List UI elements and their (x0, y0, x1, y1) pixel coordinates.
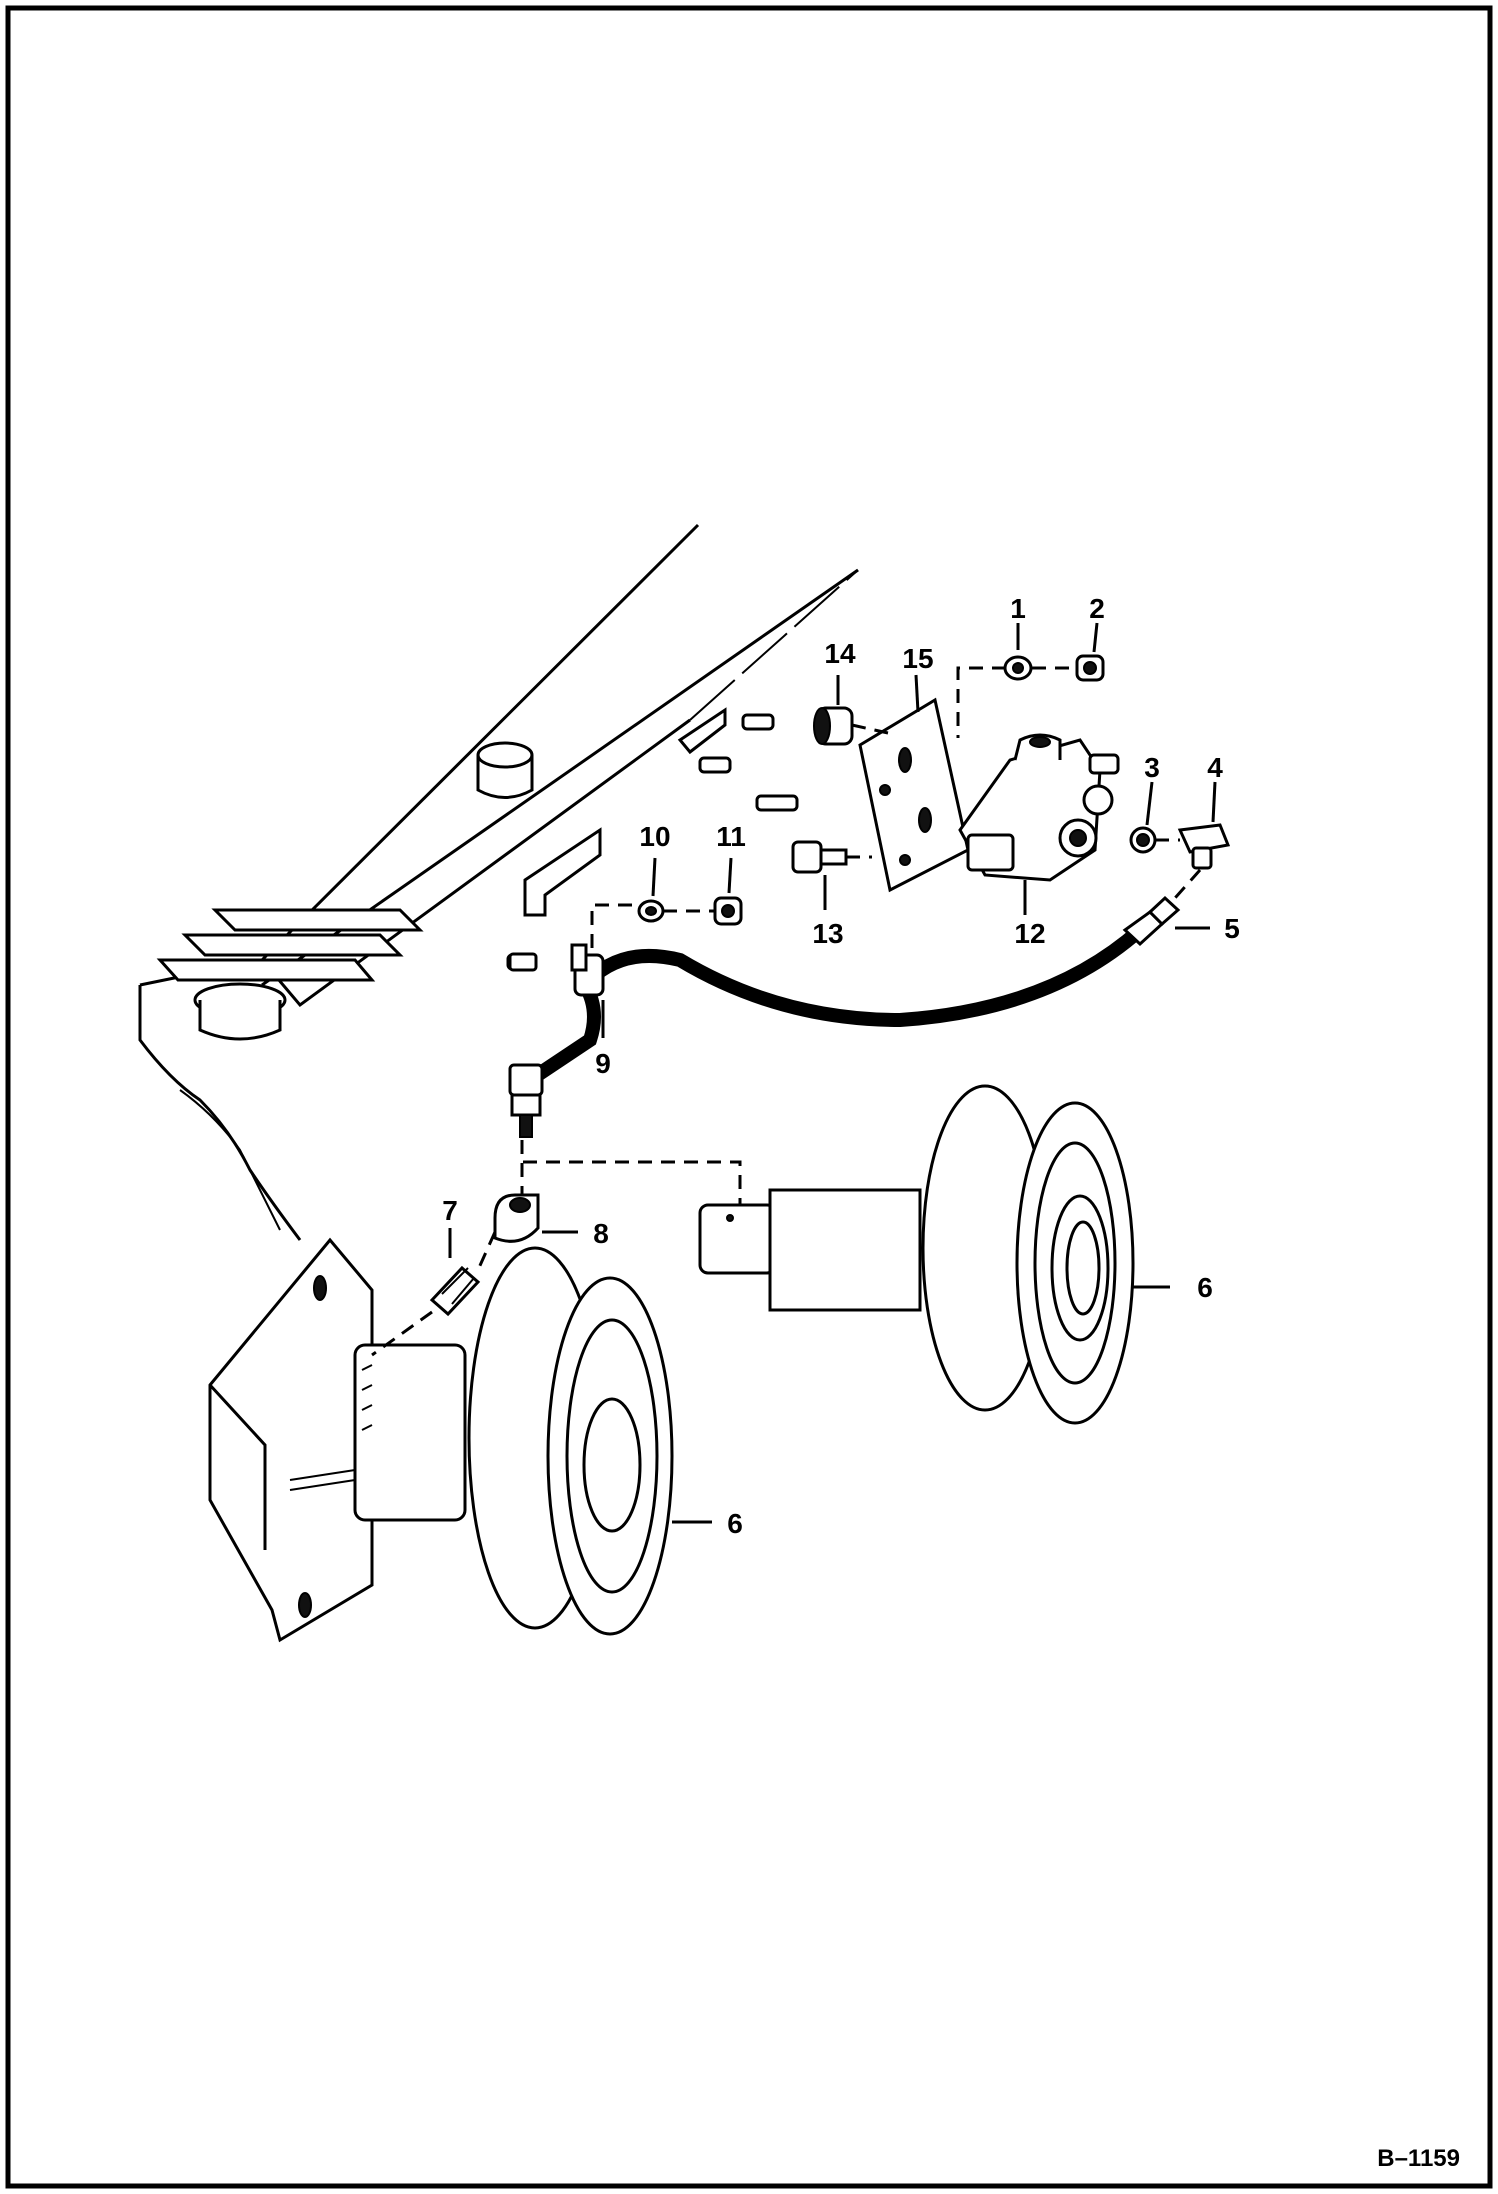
track-frame (138, 523, 859, 1241)
part-8-elbow (493, 1193, 540, 1243)
callout-11: 11 (716, 821, 746, 852)
callout-12: 12 (1014, 918, 1045, 949)
dashed-leader-10-11 (590, 903, 714, 948)
callout-2: 2 (1089, 593, 1105, 624)
frame-stud (698, 756, 732, 774)
part-13-bolt (791, 840, 848, 874)
dashed-leader-9-6 (520, 1140, 742, 1205)
callout-1: 1 (1010, 593, 1026, 624)
leader-3 (1145, 781, 1154, 826)
callout-4: 4 (1207, 752, 1223, 783)
frame-stud (755, 794, 799, 812)
dashed-leader-8-7 (476, 1231, 497, 1271)
part-11-nut (713, 896, 743, 926)
callout-8: 8 (593, 1218, 609, 1249)
part-4-fitting (1177, 823, 1231, 870)
part-3-washer (1129, 826, 1157, 854)
leader-11 (727, 857, 733, 894)
stud (508, 952, 538, 972)
figure-id: B–1159 (1377, 2145, 1460, 2172)
leader-2 (1092, 622, 1099, 653)
part-15-mounting-plate (858, 697, 970, 893)
frame-stud (741, 713, 775, 731)
part-1-washer (1003, 655, 1033, 681)
callout-15: 15 (902, 643, 933, 674)
callout-13: 13 (812, 918, 843, 949)
part-5-hose-end (1122, 895, 1181, 947)
dashed-leader-14-15 (851, 723, 889, 735)
part-2-nut (1075, 654, 1105, 682)
leader-10 (651, 857, 657, 897)
leader-15 (914, 674, 920, 713)
callout-10: 10 (639, 821, 670, 852)
callout-9: 9 (595, 1048, 611, 1079)
dashed-leader-4-5 (1173, 869, 1202, 899)
part-7-fitting (429, 1265, 481, 1317)
callout-14: 14 (824, 638, 856, 669)
part-6-roller-right (698, 1084, 1135, 1425)
callout-6-right: 6 (1197, 1272, 1213, 1303)
part-12-valve (958, 733, 1120, 882)
part-10-washer (637, 899, 665, 923)
part-14-spacer (813, 706, 854, 746)
part-9-hose-assembly (508, 924, 1145, 1138)
dashed-leader-7-6 (371, 1310, 433, 1357)
callout-7: 7 (442, 1195, 458, 1226)
part-6-roller-left (208, 1237, 674, 1643)
dashed-leader-1-15 (956, 666, 1006, 738)
callout-5: 5 (1224, 913, 1240, 944)
callout-3: 3 (1144, 752, 1160, 783)
callout-6-left: 6 (727, 1508, 743, 1539)
page-frame (5, 5, 1493, 2189)
leader-4 (1211, 781, 1217, 823)
